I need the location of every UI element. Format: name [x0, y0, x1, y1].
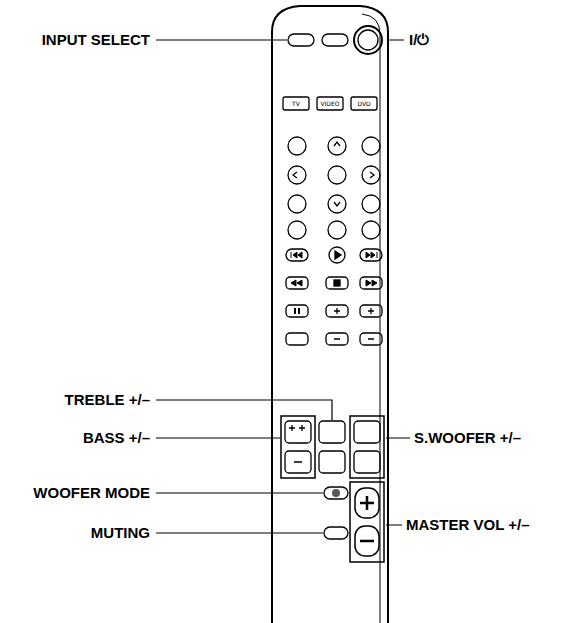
button-text: VIDEO	[320, 100, 339, 108]
button-text: TV	[292, 100, 300, 108]
callout-label: S.WOOFER +/–	[414, 429, 521, 447]
button-text: DVD	[357, 100, 370, 108]
callout-label: INPUT SELECT	[42, 31, 150, 49]
callout-label: MASTER VOL +/–	[406, 516, 530, 534]
callout-label: I/⏻	[409, 31, 429, 49]
callout-label: TREBLE +/–	[65, 391, 150, 409]
callout-label: WOOFER MODE	[33, 484, 150, 502]
callout-label: BASS +/–	[83, 429, 150, 447]
callout-label: MUTING	[91, 524, 150, 542]
